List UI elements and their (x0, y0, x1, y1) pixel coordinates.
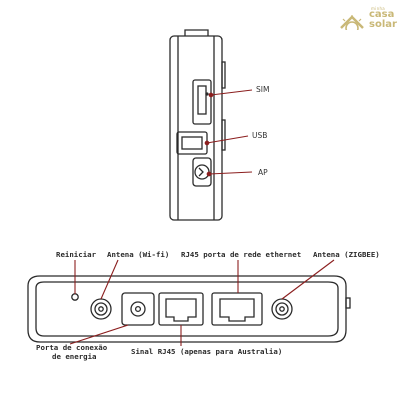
porta-energia-label-line2: de energia (52, 352, 97, 361)
sim-slot (192, 79, 212, 125)
front-right-tab (345, 297, 351, 309)
house-sun-icon (340, 15, 364, 30)
wifi-antenna-pin (98, 306, 104, 312)
usb-callout-line (206, 135, 249, 144)
power-port (121, 292, 155, 326)
reset-button (71, 293, 79, 301)
ap-label: AP (258, 168, 268, 177)
usb-label: USB (252, 131, 267, 140)
zigbee-antenna-connector (271, 298, 293, 320)
antena-wifi-label: Antena (Wi-fi) (107, 250, 169, 259)
usb-port-inner (181, 136, 203, 150)
usb-callout-dot (204, 140, 210, 146)
sim-slot-inner (197, 85, 207, 115)
side-top-tab (184, 29, 209, 36)
zigbee-antenna-connector-inner (275, 302, 289, 316)
front-callouts (69, 259, 335, 346)
ap-callout-line (208, 171, 253, 175)
front-body-outline (27, 275, 347, 343)
logo-prefix: minha (371, 6, 386, 11)
ap-button-housing (192, 157, 212, 187)
ap-callout-dot (206, 171, 212, 177)
antena-zigbee-label: Antena (ZIGBEE) (313, 250, 380, 259)
power-jack-pin (134, 305, 142, 313)
rj45-ethernet-jack (219, 298, 255, 322)
side-button-upper (221, 61, 226, 89)
zigbee-antenna-pin (279, 306, 285, 312)
ap-button (194, 164, 210, 180)
wifi-antenna-connector (90, 298, 112, 320)
sim-label: SIM (256, 85, 269, 94)
device-front-view (27, 275, 351, 343)
sim-eject-hole (205, 92, 209, 96)
sim-callout-line (210, 89, 253, 96)
device-side-view (169, 29, 226, 221)
rj45-signal-jack (165, 298, 197, 322)
logo-word-solar: solar (369, 19, 397, 30)
power-jack (130, 301, 146, 317)
logo-word-casa: casa (369, 9, 395, 20)
zigbee-callout-line (281, 259, 335, 300)
brand-logo: minha casa solar (338, 6, 398, 34)
porta-energia-label-line1: Porta de conexão (36, 343, 108, 352)
front-panel-outline (35, 281, 339, 337)
ap-button-symbol (198, 167, 204, 177)
rj45-ethernet-port (211, 292, 263, 326)
side-button-lower (221, 119, 226, 151)
wifi-antenna-connector-inner (94, 302, 108, 316)
sim-callout-dot (208, 92, 214, 98)
reiniciar-label: Reiniciar (56, 250, 97, 259)
wifi-callout-line (100, 259, 119, 300)
side-callouts (204, 89, 253, 177)
sinal-rj45-label: Sinal RJ45 (apenas para Australia) (131, 347, 282, 356)
rj45-ethernet-label: RJ45 porta de rede ethernet (181, 250, 301, 259)
power-callout-line (69, 324, 129, 345)
